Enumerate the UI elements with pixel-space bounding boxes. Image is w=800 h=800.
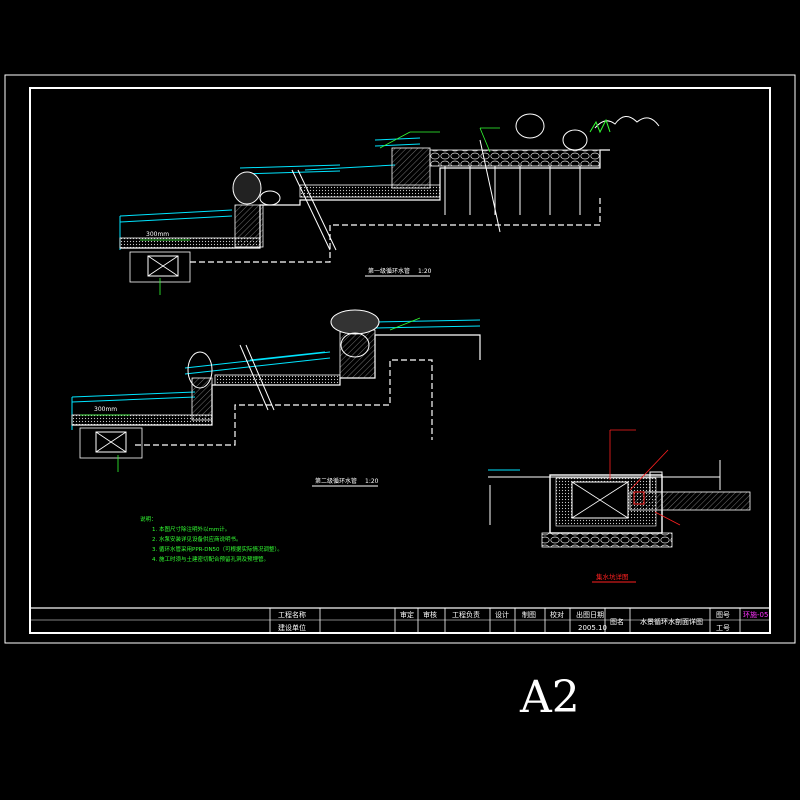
sheet-size-label: A2 [519, 672, 580, 723]
section-1-drawing: 300mm 第一级循环水管 1:20 [119, 113, 660, 295]
tb-design-label: 设计 [495, 610, 509, 619]
note-item-2: 2. 水泵安装详见设备供应商说明书。 [152, 535, 242, 543]
section-2-scale: 1:20 [365, 478, 379, 485]
note-item-3: 3. 循环水管采用PPR-DN50（可根据实际情况调整）。 [152, 545, 283, 553]
section-2-drawing: 300mm 第二级循环水管 1:20 [71, 309, 481, 487]
tb-project-name-label: 工程名称 [278, 610, 306, 619]
tb-drawing-no: 环施-05 [743, 610, 768, 619]
tb-date-value: 2005.10 [578, 624, 607, 632]
dim-label-1: 300mm [146, 231, 169, 238]
tb-drawing-no-label: 图号 [716, 611, 730, 619]
detail-title: 集水坑详图 [596, 572, 629, 581]
tb-check-label: 校对 [550, 610, 564, 619]
tb-review-label: 审核 [423, 610, 437, 619]
title-block: 工程名称 建设单位 审定 审核 工程负责 设计 制图 校对 出图日期 2005.… [29, 607, 771, 634]
notes: 说明： 1. 本图尺寸除注明外以mm计。 2. 水泵安装详见设备供应商说明书。 … [140, 515, 283, 563]
outer-frame [4, 74, 796, 644]
notes-heading: 说明： [140, 515, 157, 523]
tb-date-label: 出图日期 [576, 610, 604, 619]
tb-draw-label: 制图 [522, 610, 536, 619]
section-2-title: 第二级循环水管 [315, 477, 357, 485]
sump-detail: 集水坑详图 [488, 429, 751, 583]
tb-lead-label: 工程负责 [452, 610, 480, 619]
tb-approve-label: 审定 [400, 610, 414, 619]
section-1-title: 第一级循环水管 [368, 267, 410, 275]
section-1-scale: 1:20 [418, 268, 432, 275]
note-item-1: 1. 本图尺寸除注明外以mm计。 [152, 525, 230, 533]
tb-drawing-name-label: 图名 [610, 617, 624, 626]
tb-client-label: 建设单位 [278, 623, 306, 632]
tb-drawing-name: 水景循环水剖面详图 [640, 617, 703, 626]
note-item-4: 4. 施工时须与土建密切配合预留孔洞及预埋管。 [152, 555, 269, 563]
tb-job-no-label: 工号 [716, 624, 730, 632]
dim-label-2: 300mm [94, 406, 117, 413]
